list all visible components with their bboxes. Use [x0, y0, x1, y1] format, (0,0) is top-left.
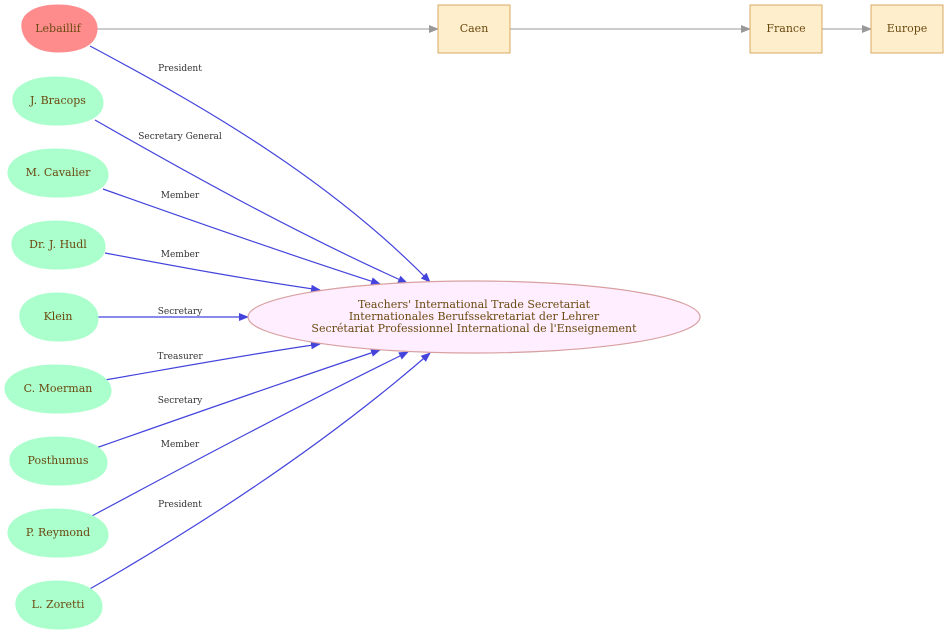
person-label: C. Moerman	[24, 382, 93, 395]
place-label: Caen	[460, 22, 489, 35]
person-label: P. Reymond	[26, 526, 90, 539]
edge-hudl-hub	[104, 252, 321, 293]
place-label: France	[766, 22, 805, 35]
edge-lebaillif-hub	[89, 45, 431, 283]
hub-label-line: Internationales Berufssekretariat der Le…	[349, 310, 600, 323]
person-node-posthumus[interactable]: Posthumus	[9, 436, 108, 486]
person-label: L. Zoretti	[32, 598, 85, 611]
hub-label-line: Teachers' International Trade Secretaria…	[358, 298, 591, 311]
role-label: Secretary	[158, 396, 203, 406]
edge-cavalier-hub	[102, 188, 381, 286]
place-nodes: Caen France Europe	[437, 4, 944, 54]
person-label: Dr. J. Hudl	[29, 238, 87, 251]
role-label: Secretary General	[138, 132, 222, 142]
place-node-caen[interactable]: Caen	[437, 4, 511, 54]
hub-node[interactable]: Teachers' International Trade Secretaria…	[247, 280, 701, 354]
role-label: President	[158, 500, 202, 510]
person-label: M. Cavalier	[26, 166, 92, 179]
role-labels: President Secretary General Member Membe…	[138, 64, 222, 510]
place-node-europe[interactable]: Europe	[870, 4, 944, 54]
place-node-france[interactable]: France	[749, 4, 823, 54]
edge-moerman-hub	[104, 341, 321, 381]
hub-label-line: Secrétariat Professionnel International …	[311, 322, 637, 335]
place-label: Europe	[887, 22, 928, 35]
role-label: Treasurer	[157, 352, 203, 362]
person-node-hudl[interactable]: Dr. J. Hudl	[11, 220, 106, 270]
person-label: Posthumus	[28, 454, 89, 467]
person-node-cavalier[interactable]: M. Cavalier	[7, 148, 109, 198]
person-node-klein[interactable]: Klein	[19, 292, 99, 342]
edge-bracops-hub	[94, 119, 408, 284]
role-label: Member	[161, 250, 200, 260]
person-node-reymond[interactable]: P. Reymond	[7, 508, 109, 558]
person-node-moerman[interactable]: C. Moerman	[4, 364, 112, 414]
edge-zoretti-hub	[87, 352, 431, 591]
person-node-lebaillif[interactable]: Lebaillif	[21, 4, 98, 53]
role-label: Member	[161, 191, 200, 201]
edge-posthumus-hub	[95, 349, 381, 449]
person-nodes: Lebaillif J. Bracops M. Cavalier Dr. J. …	[4, 4, 112, 630]
person-label: Lebaillif	[35, 22, 81, 35]
person-label: J. Bracops	[29, 94, 86, 107]
role-label: Member	[161, 440, 200, 450]
edge-reymond-hub	[89, 351, 409, 518]
person-node-zoretti[interactable]: L. Zoretti	[15, 580, 103, 630]
role-label: Secretary	[158, 307, 203, 317]
person-label: Klein	[44, 310, 73, 323]
role-edges	[87, 45, 431, 591]
role-label: President	[158, 64, 202, 74]
person-node-bracops[interactable]: J. Bracops	[12, 76, 104, 126]
